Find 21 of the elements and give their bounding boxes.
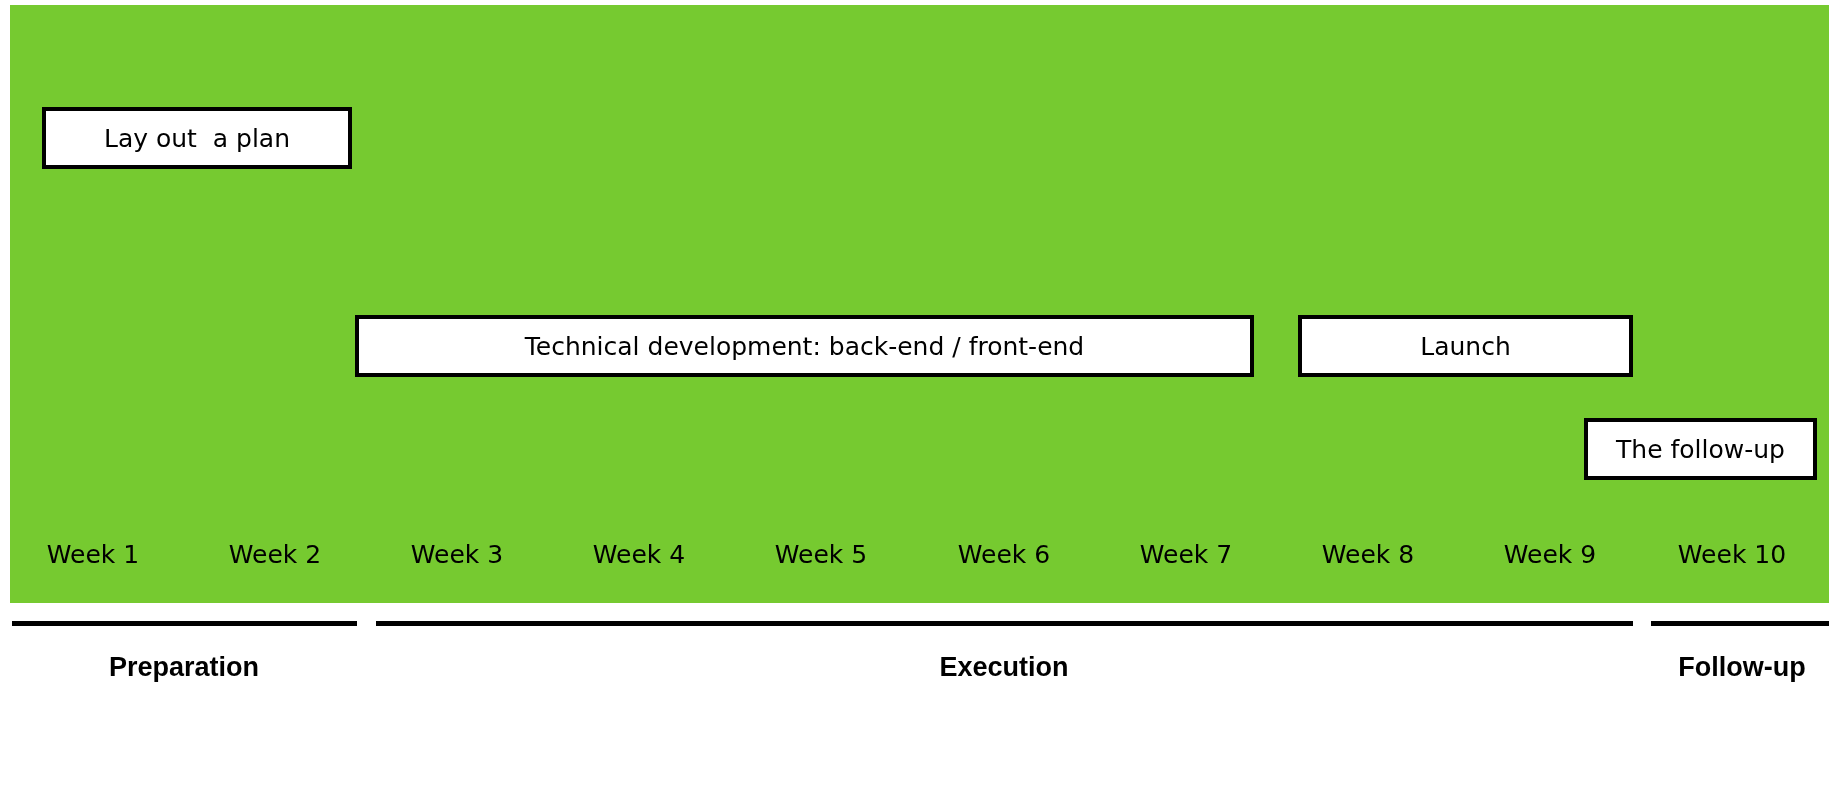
week-label: Week 9	[1503, 540, 1597, 569]
week-label: Week 3	[410, 540, 504, 569]
task-bar	[1298, 315, 1633, 377]
task-label: Technical development: back-end / front-end	[524, 331, 1085, 361]
week-label: Week 5	[774, 540, 868, 569]
task-bar	[1584, 418, 1817, 480]
week-label: Week 4	[592, 540, 686, 569]
week-label: Week 7	[1139, 540, 1233, 569]
phase-label: Preparation	[109, 652, 259, 683]
phase-label: Execution	[939, 652, 1069, 683]
week-label: Week 8	[1321, 540, 1415, 569]
week-label: Week 2	[228, 540, 322, 569]
phase-label: Follow-up	[1678, 652, 1806, 683]
task-label: Launch	[1420, 331, 1511, 361]
week-label: Week 1	[46, 540, 140, 569]
task-bar	[355, 315, 1254, 377]
task-label: The follow-up	[1616, 434, 1785, 464]
task-label: Lay out a plan	[103, 123, 291, 153]
task-bar	[42, 107, 352, 169]
week-label: Week 6	[957, 540, 1051, 569]
week-label: Week 10	[1677, 540, 1787, 569]
